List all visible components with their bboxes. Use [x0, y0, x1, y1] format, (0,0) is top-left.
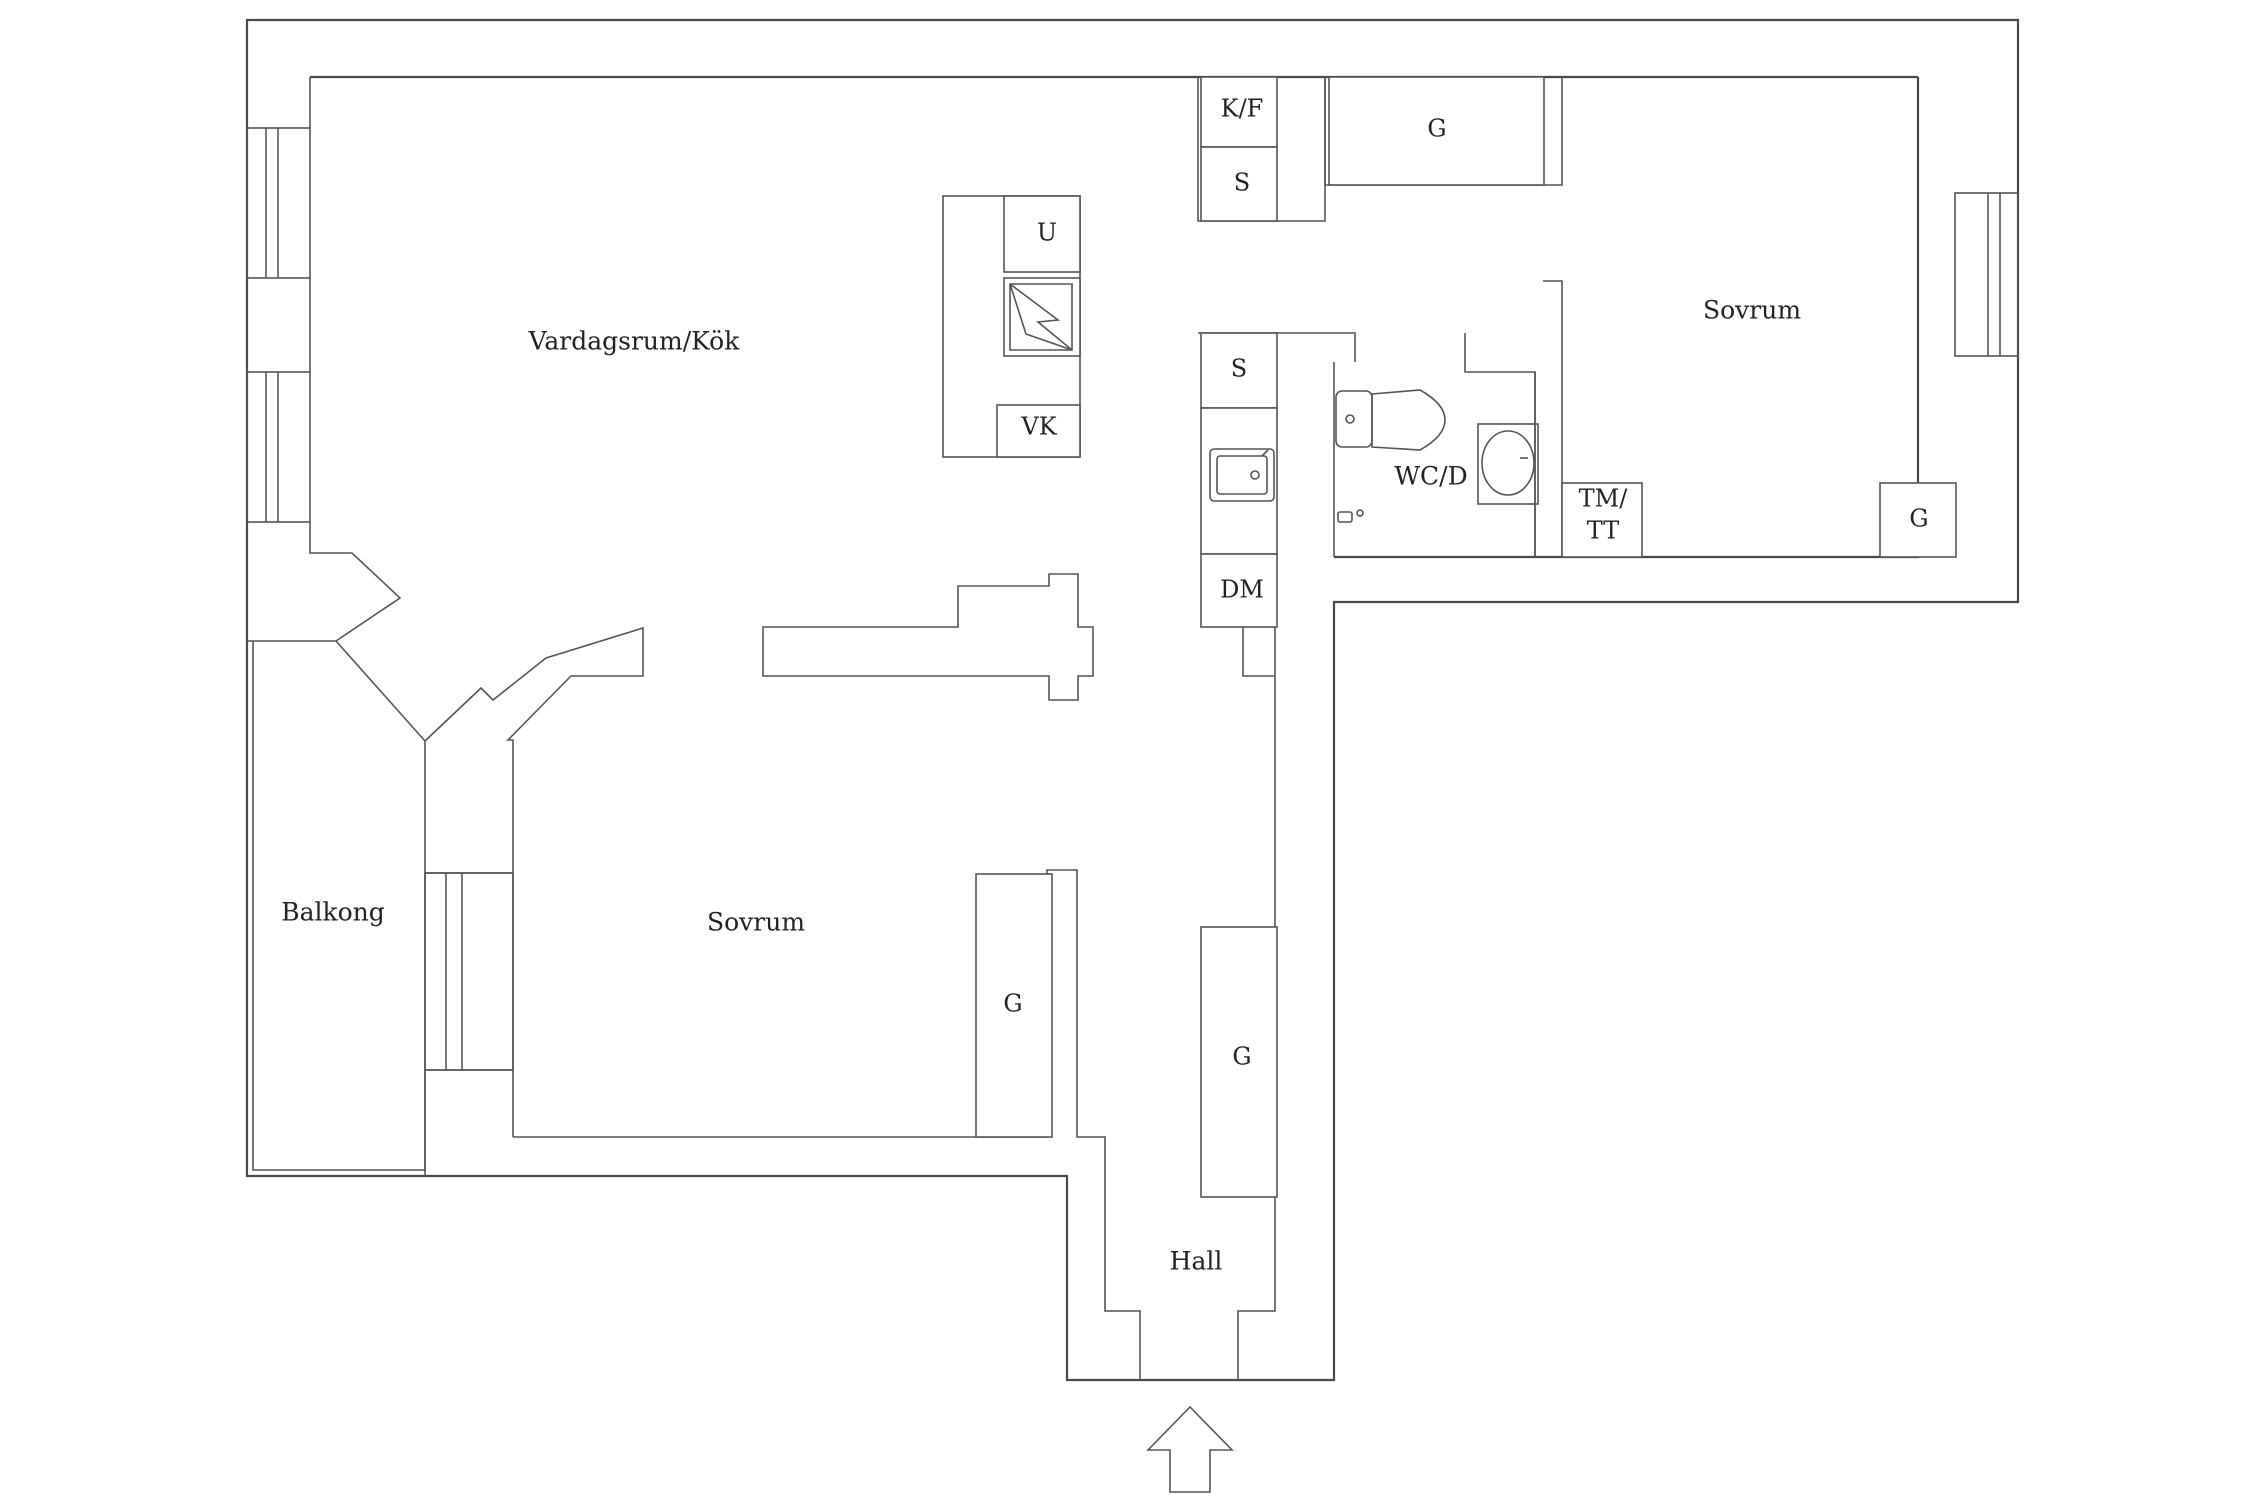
- label-wardrobe-bedroom-left: G: [1003, 990, 1022, 1018]
- fireplace-box: [1003, 277, 1081, 357]
- label-washer-dryer-1: TM/: [1579, 485, 1629, 513]
- label-dishwasher: DM: [1220, 576, 1264, 604]
- room-labels: Vardagsrum/Kök Sovrum Sovrum Balkong Hal…: [281, 296, 1801, 1276]
- floor-drain-icon: [1337, 509, 1364, 523]
- window-left-top: [246, 127, 311, 279]
- stove-box: [996, 404, 1081, 458]
- fridge-box: [1200, 76, 1278, 148]
- fixture-labels: K/F S G U VK S DM G G TM/ TT G: [1003, 95, 1928, 1071]
- kitchen-counter: [975, 76, 1545, 1198]
- washer-dryer-box: [1561, 482, 1643, 558]
- label-living-kitchen: Vardagsrum/Kök: [528, 327, 741, 356]
- inner-walls: [247, 77, 1563, 1380]
- sink-box: [1200, 407, 1278, 555]
- label-hall: Hall: [1170, 1247, 1223, 1276]
- entrance-arrow-icon: [1146, 1405, 1234, 1493]
- cabinet-top-box: [1200, 146, 1278, 222]
- wardrobe-bedroom-left-box: [975, 873, 1053, 1138]
- kitchen-island: [942, 195, 1081, 458]
- label-bedroom-right: Sovrum: [1703, 296, 1801, 325]
- window-bedroom-left: [424, 872, 514, 1071]
- label-fridge-freezer: K/F: [1221, 95, 1264, 123]
- label-bedroom-left: Sovrum: [707, 908, 805, 937]
- toilet-icon: [1335, 389, 1446, 451]
- window-left-bottom: [246, 371, 311, 523]
- label-freezer-u: U: [1037, 219, 1057, 247]
- label-washer-dryer-2: TT: [1587, 517, 1619, 545]
- outer-walls: [245, 18, 2020, 1382]
- label-stove-vk: VK: [1020, 413, 1057, 441]
- freezer-box: [1003, 195, 1081, 273]
- dishwasher-box: [1200, 553, 1278, 628]
- label-cabinet-top: S: [1234, 169, 1250, 197]
- bathroom-fixtures: [1335, 389, 1957, 558]
- windows: [246, 127, 2019, 1071]
- label-wardrobe-hall: G: [1232, 1043, 1251, 1071]
- window-bedroom-right: [1954, 192, 2019, 357]
- wardrobe-bedroom-right-box: [1879, 482, 1957, 558]
- label-cabinet-mid: S: [1231, 355, 1247, 383]
- wardrobe-hall-box: [1200, 926, 1278, 1198]
- label-bathroom: WC/D: [1394, 462, 1467, 491]
- label-balcony: Balkong: [281, 898, 385, 927]
- wardrobe-top-box: [1328, 76, 1545, 186]
- sink-icon: [1209, 448, 1275, 502]
- washbasin-icon: [1477, 423, 1539, 505]
- label-wardrobe-bedroom-right: G: [1909, 505, 1928, 533]
- label-wardrobe-top: G: [1427, 115, 1446, 143]
